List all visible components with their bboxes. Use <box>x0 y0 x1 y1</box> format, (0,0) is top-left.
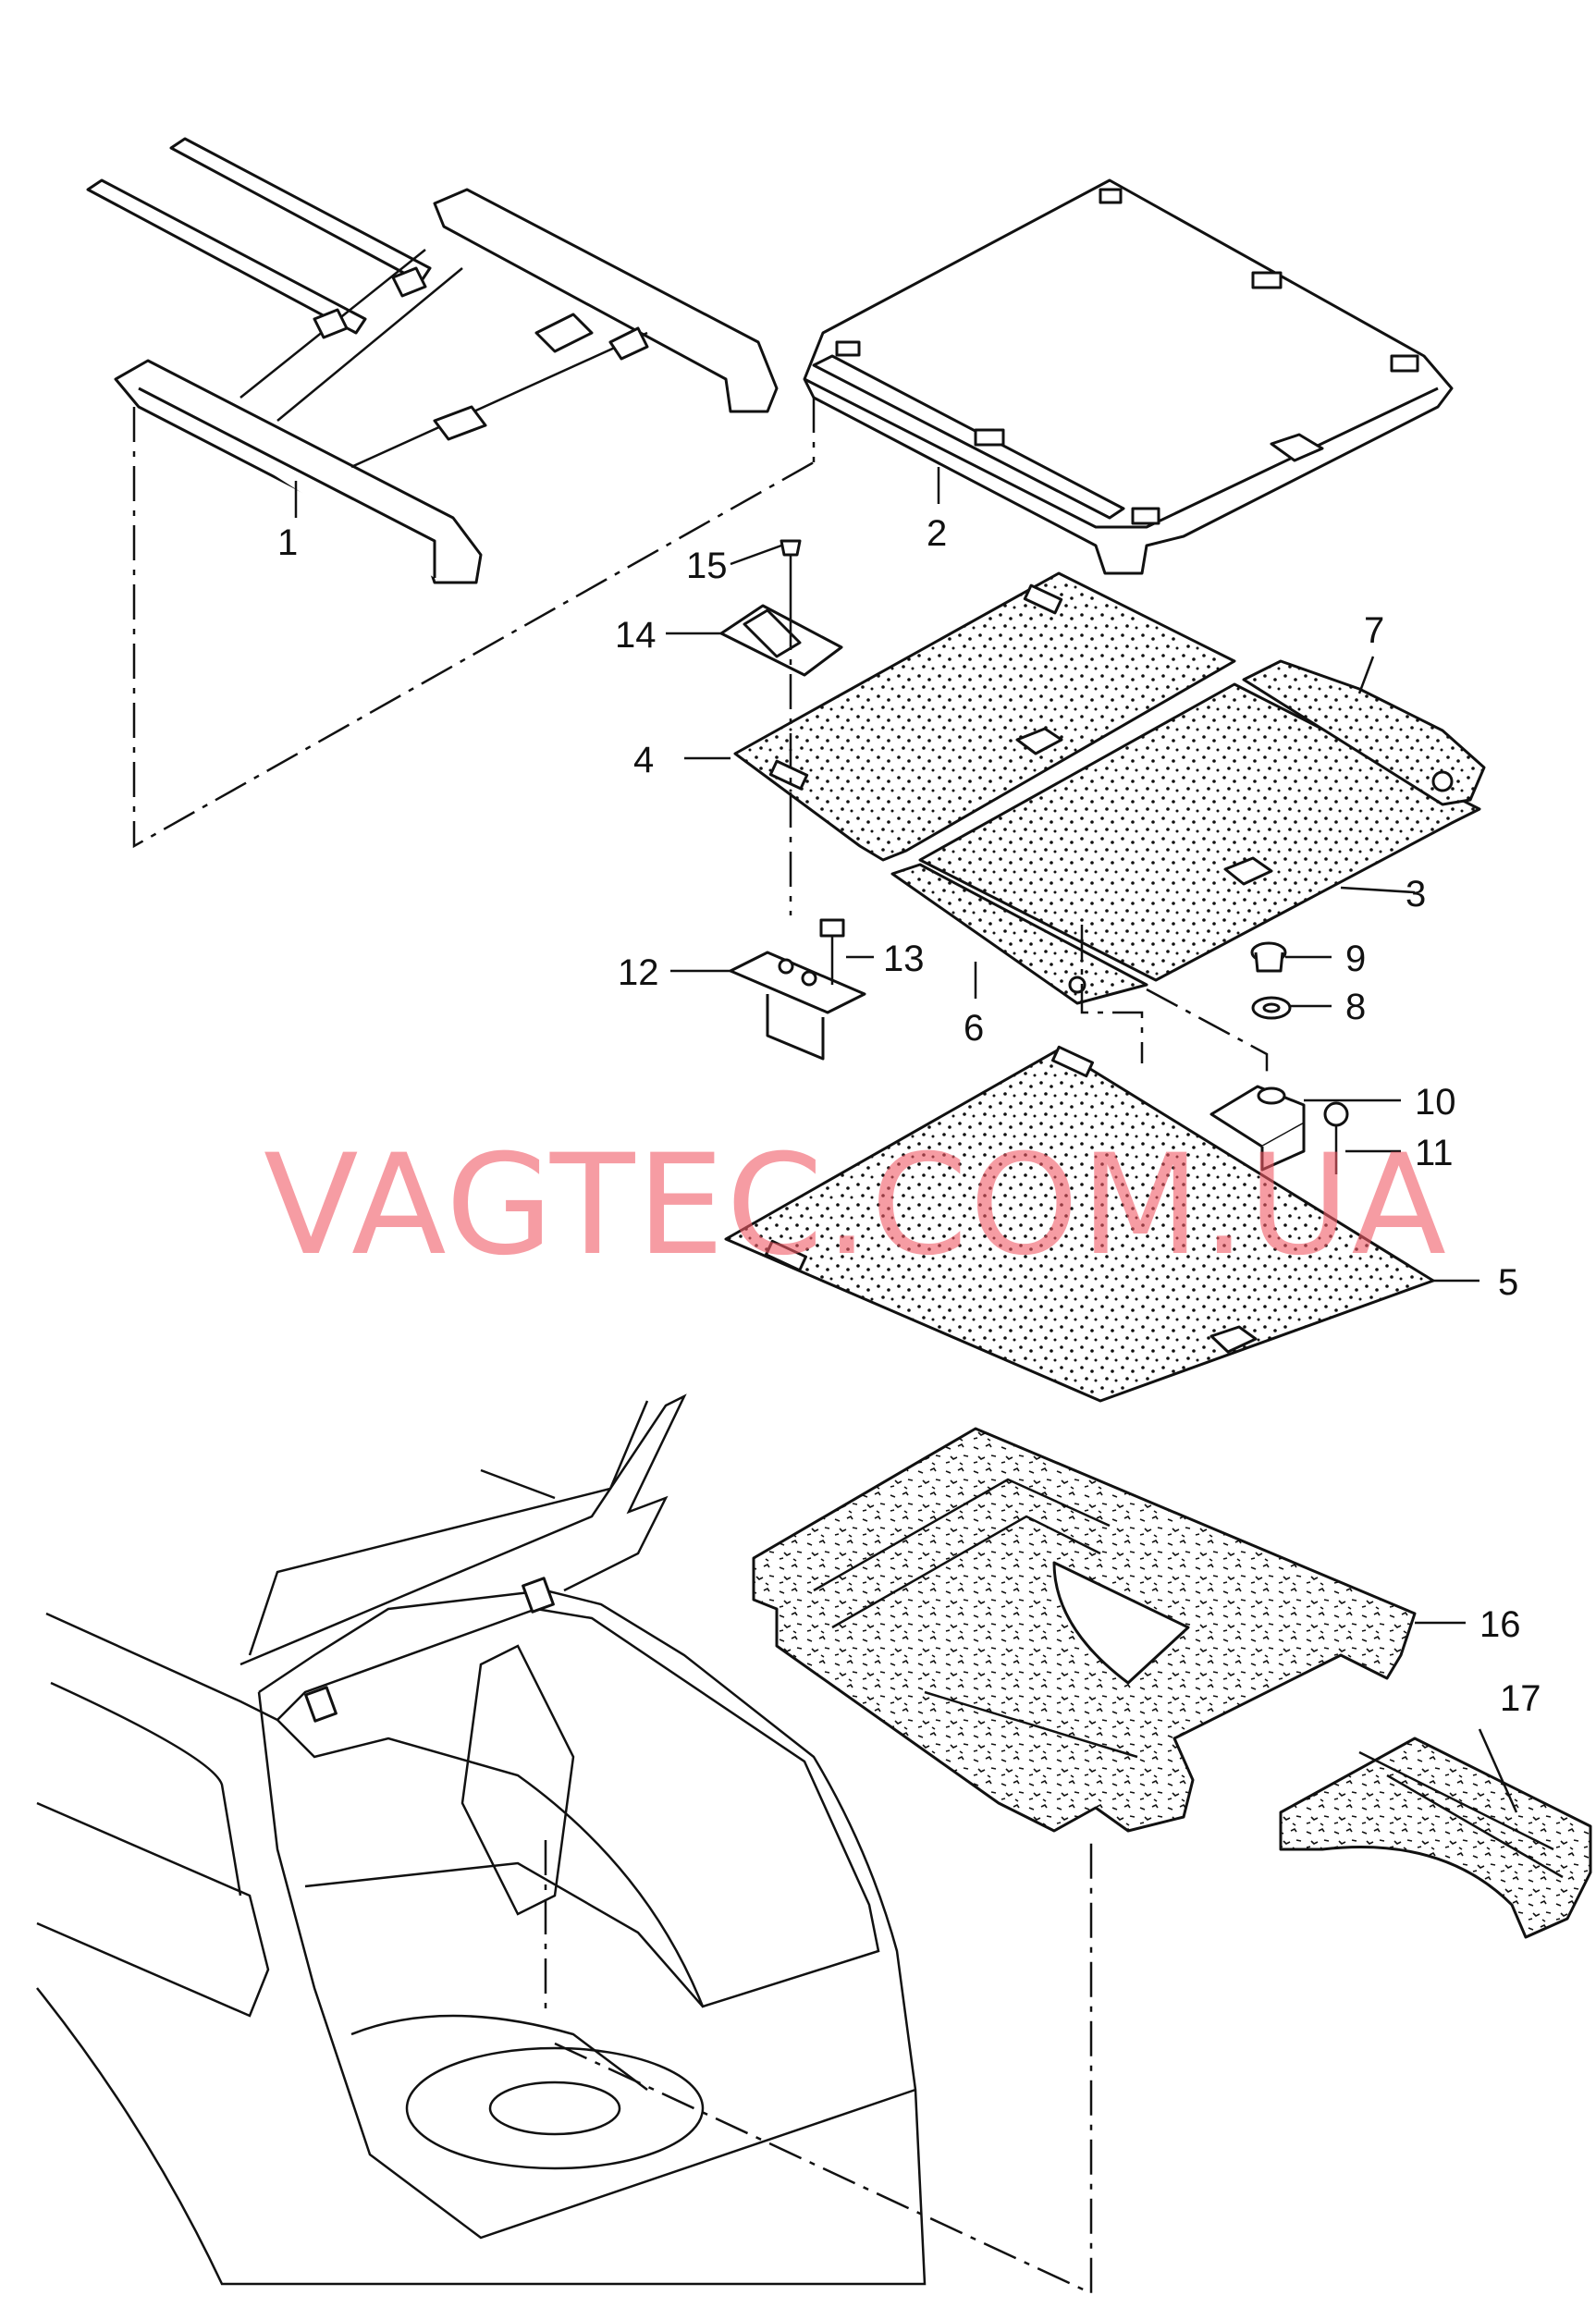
bracket-part-12 <box>729 951 866 1061</box>
cap-part-9 <box>1250 941 1287 973</box>
assembly-lines <box>132 398 1269 2295</box>
callout-17: 17 <box>1500 1678 1541 1719</box>
callout-labels: 1 2 3 4 5 6 7 8 9 10 11 12 13 14 15 16 1… <box>277 513 1541 1719</box>
rail-system-part-1 <box>86 137 779 584</box>
callout-16: 16 <box>1479 1604 1521 1645</box>
callout-11: 11 <box>1415 1133 1454 1173</box>
bolt-part-11 <box>1323 1101 1349 1174</box>
foam-insert-part-16 <box>752 1427 1417 1833</box>
callout-14: 14 <box>615 615 657 656</box>
callout-13: 13 <box>883 939 925 979</box>
callout-12: 12 <box>618 952 659 993</box>
callout-6: 6 <box>964 1008 984 1049</box>
callout-15: 15 <box>686 546 728 586</box>
callout-5: 5 <box>1498 1262 1518 1303</box>
screw-part-15 <box>780 539 802 615</box>
bolt-part-13 <box>819 918 845 985</box>
callout-9: 9 <box>1345 939 1366 979</box>
foam-piece-part-17 <box>1279 1737 1592 1939</box>
floor-mat-part-3 <box>918 682 1481 982</box>
callout-1: 1 <box>277 522 298 563</box>
bracket-part-10 <box>1209 1085 1306 1172</box>
callout-7: 7 <box>1364 610 1384 651</box>
washer-part-8 <box>1251 996 1292 1020</box>
callout-3: 3 <box>1406 874 1426 914</box>
callout-10: 10 <box>1415 1082 1456 1123</box>
callout-8: 8 <box>1345 987 1366 1027</box>
callout-4: 4 <box>633 740 654 780</box>
hook-part-14 <box>719 604 843 677</box>
car-rear-view <box>36 1393 927 2286</box>
callout-2: 2 <box>927 513 947 554</box>
floor-panel-part-2 <box>803 178 1454 575</box>
floor-mat-part-4 <box>733 571 1236 862</box>
leader-lines <box>294 467 1518 1813</box>
watermark-text: VAGTEC.COM.UA <box>264 1125 1448 1286</box>
side-strip-part-7 <box>1242 659 1486 806</box>
